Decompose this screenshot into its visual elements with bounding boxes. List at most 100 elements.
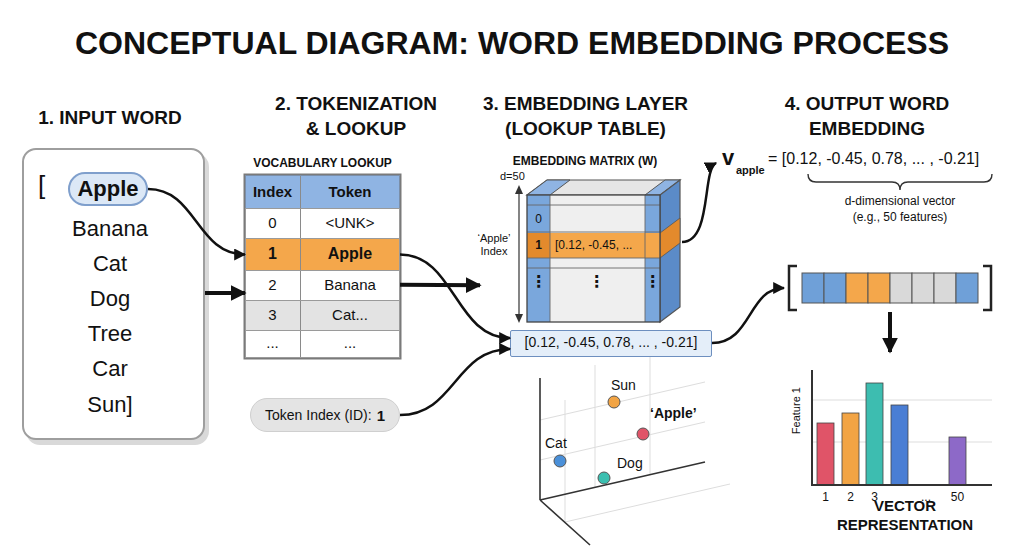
chart-bar [949, 437, 966, 485]
tick-label: 1 [818, 490, 833, 504]
ellipsis-mark: ⋮ [643, 272, 662, 291]
token-index-pill: Token Index (ID):1 [250, 398, 400, 432]
flow-connector [400, 255, 510, 339]
table-cell: <UNK> [300, 214, 400, 232]
table-row: ...... [245, 330, 400, 358]
index-label: ‘Apple’ Index [472, 232, 516, 258]
chart-bar [891, 405, 908, 485]
cube-side-row [660, 218, 680, 258]
table-cell: 0 [245, 214, 300, 232]
flow-arrow [888, 312, 892, 352]
vector-symbol: v [722, 145, 738, 171]
dimension-label: d=50 [500, 170, 540, 183]
section-heading: 2. TOKENIZATION & LOOKUP [270, 92, 442, 141]
brace-note: (e.g., 50 features) [815, 210, 985, 224]
column-divider [300, 239, 301, 270]
point-label: Sun [611, 377, 651, 394]
chart-axes [812, 370, 992, 485]
section-heading: 3. EMBEDDING LAYER (LOOKUP TABLE) [468, 92, 703, 141]
flow-arrow [712, 288, 784, 343]
vector-cell [846, 273, 868, 303]
vector-cell [868, 273, 890, 303]
highlighted-word-pill: Apple [68, 172, 148, 206]
point-label: ‘Apple’ [650, 405, 710, 422]
column-divider [300, 176, 301, 208]
edge-column [645, 195, 660, 322]
section-heading: 4. OUTPUT WORD EMBEDDING [762, 92, 972, 141]
word-item: Cat [30, 251, 190, 277]
word-item: Tree [30, 321, 190, 347]
brace-note: d-dimensional vector [815, 194, 985, 208]
token-index-label: Token Index (ID): [265, 407, 372, 423]
cube-side [660, 180, 680, 322]
column-divider [300, 301, 301, 330]
column-header: Token [300, 183, 400, 201]
row-values: [0.12, -0.45, ... [555, 238, 647, 252]
flow-connector [148, 189, 245, 255]
table-cell: ... [300, 334, 400, 352]
flow-connector [205, 291, 245, 295]
highlighted-index-cell [527, 233, 550, 258]
table-cell: 2 [245, 276, 300, 294]
table-cell: ... [245, 334, 300, 352]
column-divider [300, 331, 301, 357]
tick-label: 2 [843, 490, 858, 504]
plot-point [608, 396, 620, 408]
word-item: Banana [30, 216, 190, 242]
highlighted-row [527, 233, 660, 258]
cube-top [527, 180, 680, 195]
point-label: Dog [617, 455, 657, 472]
table-cell: 1 [245, 244, 300, 263]
embedding-matrix: EMBEDDING MATRIX (W)d=50‘Apple’ Index01[… [480, 150, 690, 328]
matrix-heading: EMBEDDING MATRIX (W) [495, 154, 675, 168]
cube-front [527, 195, 660, 322]
column-divider [300, 209, 301, 238]
underbrace [808, 174, 992, 190]
index-column [527, 195, 550, 322]
row-index: 1 [527, 238, 550, 252]
word-item: Car [30, 356, 190, 382]
word-item: Sun] [30, 392, 190, 418]
table-row: 0<UNK> [245, 208, 400, 239]
vector-row-box: [0.12, -0.45, 0.78, ... , -0.21] [510, 330, 712, 357]
vocabulary-table: VOCABULARY LOOKUPIndexToken0<UNK>1Apple2… [245, 175, 400, 358]
axis-label: Feature 1 [790, 381, 803, 441]
dimension-arrow [515, 314, 523, 323]
dimension-arrow [515, 185, 523, 194]
table-row: 3Cat... [245, 300, 400, 331]
vector-cell [934, 273, 956, 303]
table-cell: Banana [300, 276, 400, 294]
table-cell: 3 [245, 306, 300, 324]
flow-connector [400, 349, 510, 415]
scatter-plot [540, 353, 730, 545]
vector-cell [890, 273, 912, 303]
plot-point [598, 472, 610, 484]
section-heading: 1. INPUT WORD [20, 106, 200, 131]
column-header: Index [245, 183, 300, 201]
vector-cell [956, 273, 978, 303]
list-bracket: [ [38, 170, 58, 201]
point-label: Cat [545, 435, 585, 452]
highlighted-table-row: 1Apple [245, 238, 400, 271]
plot-axes [540, 378, 705, 545]
vector-cell [824, 273, 846, 303]
plot-grid [540, 353, 730, 522]
table-header-row: IndexToken [245, 175, 400, 209]
ellipsis-mark: ⋮ [527, 272, 550, 291]
chart-bar [842, 413, 859, 485]
vector-cell [912, 273, 934, 303]
cube-outline [527, 195, 660, 322]
chart-bar [817, 423, 834, 485]
chart-caption: VECTOR REPRESENTATION [825, 497, 985, 535]
vector-cell [802, 273, 824, 303]
chart-bar [866, 383, 883, 485]
cube-grid [527, 195, 660, 322]
word-item: Dog [30, 286, 190, 312]
input-word-box: [ BananaCatDogTreeCarSun] Apple [22, 148, 205, 440]
word-item: Apple [68, 176, 148, 202]
cube-top-column [527, 180, 570, 195]
table-cell: Apple [300, 244, 400, 263]
diagram-title: CONCEPTUAL DIAGRAM: WORD EMBEDDING PROCE… [0, 24, 1024, 62]
tick-label: 50 [947, 490, 968, 504]
